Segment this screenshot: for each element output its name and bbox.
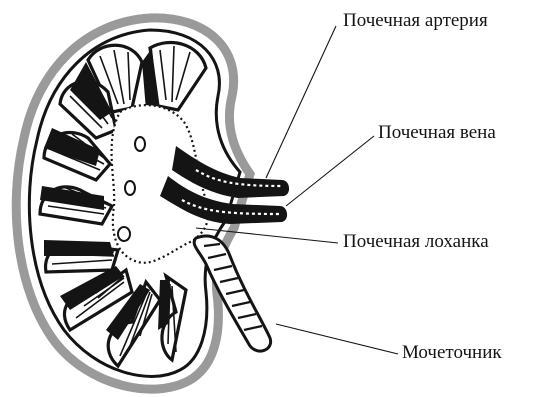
- leader-artery: [266, 26, 336, 178]
- leader-ureter: [276, 324, 398, 354]
- label-renal-artery: Почечная артерия: [343, 11, 488, 30]
- label-renal-pelvis: Почечная лоханка: [343, 232, 489, 251]
- label-renal-vein: Почечная вена: [378, 123, 496, 142]
- leader-vein: [286, 136, 374, 206]
- label-ureter: Мочеточник: [402, 343, 502, 362]
